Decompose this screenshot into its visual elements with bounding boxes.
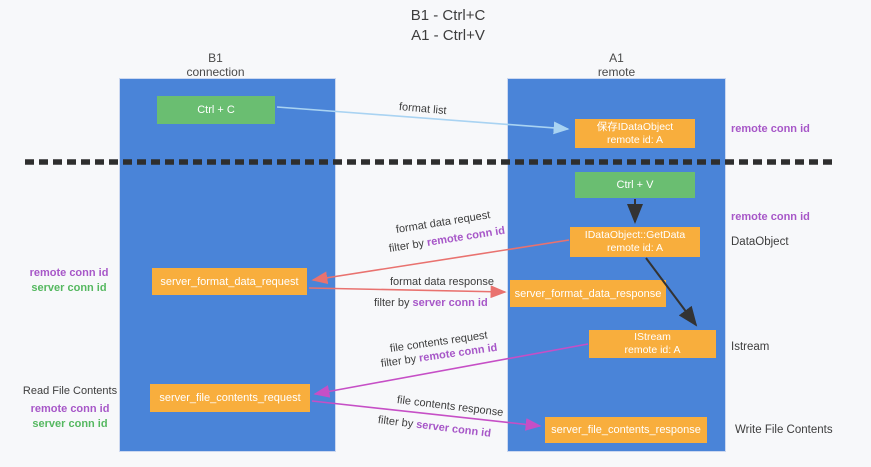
left-annotation-format-ids: remote conn id server conn id: [14, 266, 124, 296]
filter-by-prefix: filter by: [388, 237, 428, 255]
node-server-file-contents-response: server_file_contents_response: [545, 417, 707, 443]
read-file-contents-label: Read File Contents: [22, 385, 118, 397]
node-ctrl-v-label: Ctrl + V: [616, 179, 654, 191]
lane-a1-role: remote: [597, 65, 636, 79]
format-data-response-arrow: [308, 285, 507, 299]
node-file-resp-label: server_file_contents_response: [551, 424, 701, 436]
left-server-conn-id: server conn id: [31, 282, 107, 294]
left-annotation-read-file: Read File Contents remote conn id server…: [14, 384, 126, 432]
diagram-title: B1 - Ctrl+C A1 - Ctrl+V: [323, 6, 573, 46]
node-ctrl-v: Ctrl + V: [575, 172, 695, 198]
filter-by-prefix: filter by: [377, 414, 417, 431]
left-server-conn-id-2: server conn id: [32, 418, 108, 430]
right-write-file-contents-label: Write File Contents: [735, 424, 833, 436]
filter-by-prefix: filter by: [380, 352, 420, 370]
lane-header-a1: A1 remote: [507, 51, 726, 79]
lane-a1-name: A1: [609, 51, 624, 65]
node-saved-dataobject: 保存IDataObject remote id: A: [575, 119, 695, 148]
node-istream: IStream remote id: A: [589, 330, 716, 358]
flow-label-file-contents-response: file contents response: [396, 394, 504, 419]
right-istream-label: Istream: [731, 341, 770, 353]
node-istream-line1: IStream: [634, 331, 671, 343]
right-dataobject-label: DataObject: [731, 236, 789, 248]
left-remote-conn-id-2: remote conn id: [30, 403, 110, 415]
flow-label-format-data-response-filter: filter by server conn id: [374, 297, 488, 309]
node-fmt-req-label: server_format_data_request: [160, 275, 299, 288]
filter-by-prefix: filter by: [374, 297, 413, 309]
node-getdata-line1: IDataObject::GetData: [584, 229, 686, 241]
node-idataobject-getdata: IDataObject::GetData remote id: A: [570, 227, 700, 257]
node-saved-dataobject-line1: 保存IDataObject: [596, 120, 674, 133]
flow-label-format-data-response: format data response: [390, 276, 494, 288]
filter-server-conn-id: server conn id: [415, 418, 492, 440]
lane-b1-role: connection: [186, 65, 245, 79]
node-ctrl-c: Ctrl + C: [157, 96, 275, 124]
lane-b1-name: B1: [208, 51, 223, 65]
filter-server-conn-id: server conn id: [412, 297, 488, 309]
lane-header-b1: B1 connection: [107, 51, 324, 79]
flow-label-format-list: format list: [398, 101, 448, 118]
right-remote-conn-id-mid: remote conn id: [731, 211, 810, 223]
right-remote-conn-id-top: remote conn id: [731, 123, 810, 135]
node-getdata-line2: remote id: A: [606, 242, 664, 254]
node-istream-line2: remote id: A: [624, 344, 681, 356]
node-fmt-resp-label: server_format_data_response: [514, 287, 662, 300]
flow-label-file-contents-response-filter: filter by server conn id: [377, 414, 491, 440]
node-saved-dataobject-line2: remote id: A: [606, 133, 664, 146]
title-line-1: B1 - Ctrl+C: [410, 7, 486, 24]
node-file-req-label: server_file_contents_request: [159, 392, 301, 404]
node-server-format-data-request: server_format_data_request: [152, 268, 307, 295]
node-server-file-contents-request: server_file_contents_request: [150, 384, 310, 412]
left-remote-conn-id: remote conn id: [29, 267, 109, 279]
node-ctrl-c-label: Ctrl + C: [197, 104, 235, 116]
node-server-format-data-response: server_format_data_response: [510, 280, 666, 307]
title-line-2: A1 - Ctrl+V: [411, 27, 485, 44]
